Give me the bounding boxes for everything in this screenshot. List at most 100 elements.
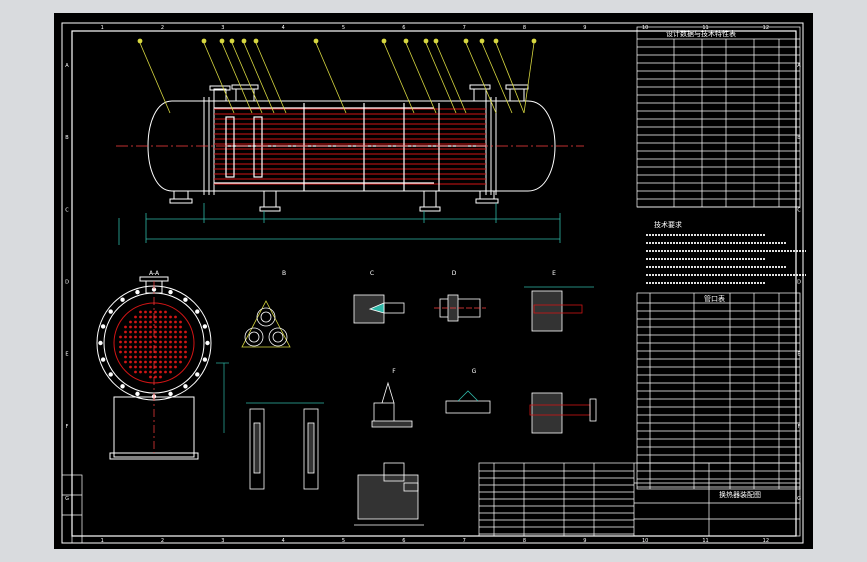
leader-balloon	[253, 38, 259, 44]
tube-hole	[159, 320, 162, 324]
section-label: D	[452, 270, 457, 277]
section-label: A-A	[149, 270, 160, 277]
section-label: F	[392, 368, 396, 375]
outer-frame	[61, 22, 804, 544]
tube-hole	[184, 355, 187, 359]
bolt-hole	[135, 391, 140, 397]
tube-hole	[139, 315, 142, 319]
leader-balloon	[137, 38, 143, 44]
tube-hole	[174, 355, 177, 359]
tube-hole	[149, 375, 152, 379]
tube-hole	[179, 325, 182, 329]
border-number-bottom: 8	[523, 538, 526, 544]
tube-hole	[124, 335, 127, 339]
border-letter-right: D	[797, 280, 801, 286]
tube-hole	[139, 325, 142, 329]
border-number-bottom: 12	[763, 538, 769, 544]
leader-balloon	[219, 38, 225, 44]
border-number-top: 7	[463, 25, 466, 31]
leader-balloon	[381, 38, 387, 44]
tube-hole	[144, 325, 147, 329]
tube-hole	[154, 375, 157, 379]
tube-hole	[149, 345, 152, 349]
border-letter-right: F	[798, 424, 801, 430]
tube-hole	[154, 365, 157, 369]
tube-hole	[164, 310, 167, 314]
border-number-bottom: 4	[282, 538, 285, 544]
border-number-top: 9	[583, 25, 586, 31]
leader-line	[435, 42, 467, 114]
border-number-top: 11	[702, 25, 708, 31]
border-number-bottom: 7	[463, 538, 466, 544]
border-number-top: 4	[282, 25, 285, 31]
tech-requirements-lines	[646, 234, 806, 284]
leader-line	[405, 42, 437, 114]
tube-hole	[154, 345, 157, 349]
bolt-hole	[195, 372, 200, 377]
border-number-bottom: 3	[221, 538, 224, 544]
bolt-hole	[183, 297, 188, 302]
tube-hole	[139, 350, 142, 354]
border-number-bottom: 11	[702, 538, 708, 544]
tube-hole	[164, 360, 167, 364]
border-number-top: 2	[161, 25, 164, 31]
leader-line	[383, 42, 415, 114]
bolt-hole	[120, 297, 125, 302]
detail-weld-2	[434, 294, 486, 322]
detail-weld-1	[353, 294, 405, 324]
tube-hole	[144, 365, 147, 369]
leader-line	[425, 42, 457, 114]
tube-hole	[169, 355, 172, 359]
tube-hole	[164, 365, 167, 369]
tube-hole	[174, 330, 177, 334]
tube-hole	[134, 355, 137, 359]
tube-hole	[149, 350, 152, 354]
tube-hole	[169, 345, 172, 349]
border-letter-left: D	[65, 280, 69, 286]
tube-hole	[144, 350, 147, 354]
tube-hole	[119, 345, 122, 349]
leader-line	[523, 42, 535, 114]
tube-hole	[159, 340, 162, 344]
leader-line	[495, 42, 525, 114]
border-letter-left: C	[65, 207, 69, 213]
leader-balloon	[433, 38, 439, 44]
tube-hole	[134, 340, 137, 344]
tube-hole	[124, 340, 127, 344]
tube-hole	[139, 320, 142, 324]
border-number-top: 5	[342, 25, 345, 31]
border-letter-right: C	[797, 207, 801, 213]
detail-flange-weld	[371, 381, 413, 428]
tube-hole	[154, 320, 157, 324]
tube-hole	[144, 345, 147, 349]
tube-hole	[169, 335, 172, 339]
vessel-elevation	[147, 84, 556, 212]
tech-table-title: 设计数据与技术特性表	[666, 29, 736, 38]
leader-balloon	[201, 38, 207, 44]
section-label: E	[552, 270, 556, 277]
tube-hole	[154, 330, 157, 334]
tube-hole	[169, 365, 172, 369]
tube-hole	[139, 310, 142, 314]
border-number-top: 8	[523, 25, 526, 31]
tech-requirements-title: 技术要求	[654, 220, 682, 229]
tube-hole	[169, 330, 172, 334]
tube-hole	[149, 355, 152, 359]
tube-hole	[159, 310, 162, 314]
tube-hole	[129, 330, 132, 334]
inner-frame	[71, 30, 797, 537]
leader-balloon	[229, 38, 235, 44]
tube-hole	[149, 315, 152, 319]
border-number-top: 3	[221, 25, 224, 31]
tube-hole	[184, 335, 187, 339]
leader-line	[481, 42, 513, 114]
tube-hole	[179, 340, 182, 344]
tube-hole	[169, 340, 172, 344]
tube-hole	[164, 315, 167, 319]
bolt-hole	[100, 324, 106, 329]
bolt-hole	[135, 289, 140, 295]
section-label: C	[370, 270, 374, 277]
tube-hole	[169, 315, 172, 319]
tube-hole	[174, 320, 177, 324]
